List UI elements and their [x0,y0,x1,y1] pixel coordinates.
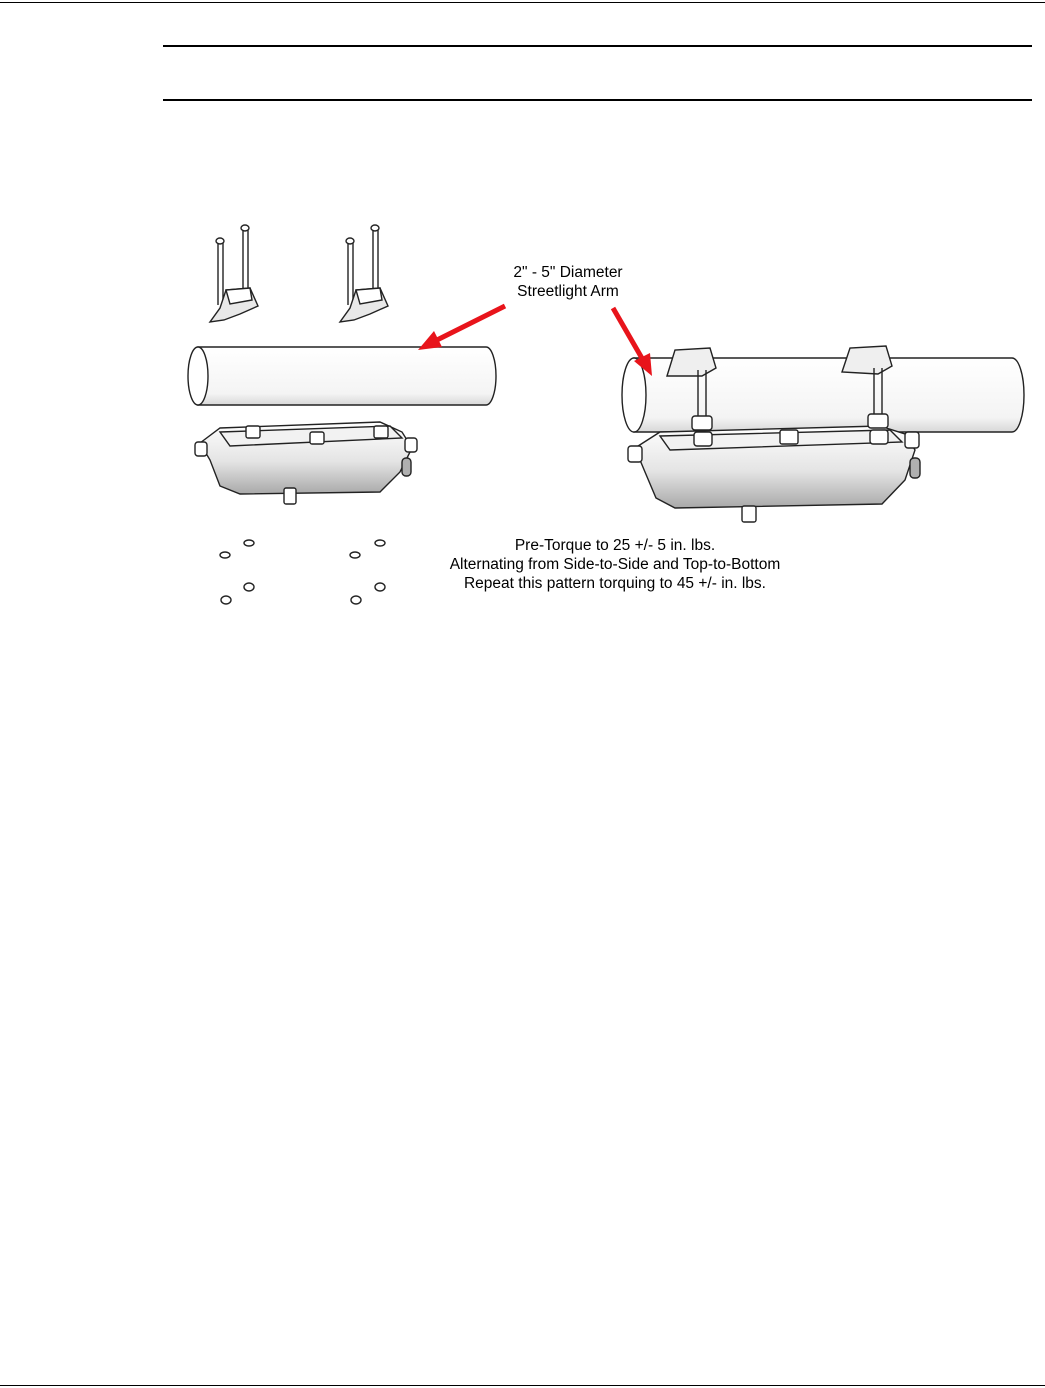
u-bolt-bracket-left [210,225,258,322]
arm-callout-line1: 2" - 5" Diameter [488,263,648,282]
page-bottom-rule [0,1385,1045,1386]
streetlight-arm-pipe-left [188,347,496,405]
header-rule-top [163,45,1032,47]
torque-callout-line2: Alternating from Side-to-Side and Top-to… [405,555,825,574]
device-housing-left [195,422,417,504]
arm-callout-line2: Streetlight Arm [488,282,648,301]
header-rule-bottom [163,99,1032,101]
nut-set [220,540,385,604]
u-bolt-bracket-right [340,225,388,322]
torque-instructions-callout: Pre-Torque to 25 +/- 5 in. lbs. Alternat… [405,536,825,593]
arm-diameter-callout: 2" - 5" Diameter Streetlight Arm [488,263,648,301]
torque-callout-line3: Repeat this pattern torquing to 45 +/- i… [405,574,825,593]
torque-callout-line1: Pre-Torque to 25 +/- 5 in. lbs. [405,536,825,555]
page-top-rule [0,2,1045,3]
